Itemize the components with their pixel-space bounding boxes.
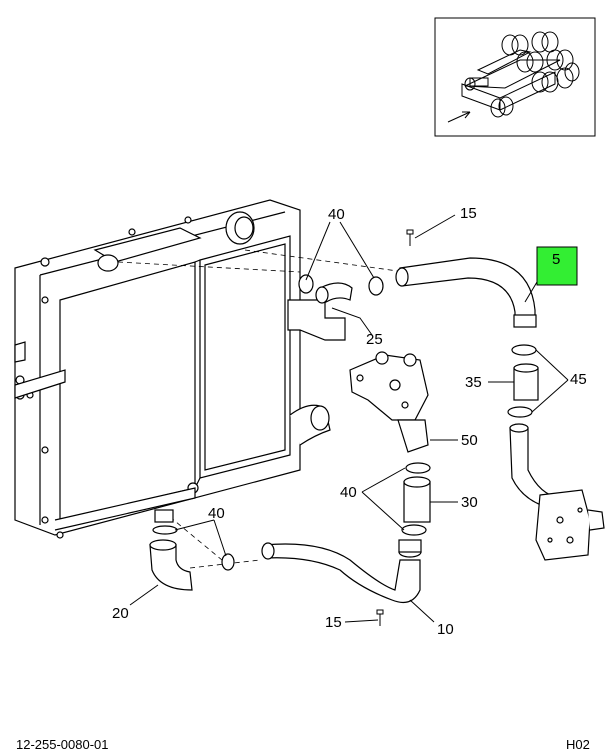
bolts-15: [376, 229, 414, 626]
callout-40-middle: 40: [340, 484, 357, 501]
callout-20: 20: [112, 605, 129, 622]
callout-25: 25: [366, 331, 383, 348]
hose-25: [298, 274, 384, 304]
callout-30: 30: [461, 494, 478, 511]
locator-inset: [434, 17, 596, 137]
hose-20: [149, 509, 235, 591]
sheet-code: H02: [566, 737, 590, 752]
callout-40-lower: 40: [208, 505, 225, 522]
part-5-highlight: [536, 246, 578, 286]
callout-50: 50: [461, 432, 478, 449]
callout-5: 5: [552, 251, 560, 268]
callout-15-upper: 15: [460, 205, 477, 222]
hose-35-assembly: [507, 344, 539, 418]
lower-pipe-right: [509, 423, 605, 561]
drawing-number: 12-255-0080-01: [16, 737, 109, 752]
hose-30-assembly: [401, 462, 431, 536]
callout-45: 45: [570, 371, 587, 388]
callout-10: 10: [437, 621, 454, 638]
centerlines: [117, 249, 406, 569]
pipe-5: [395, 257, 537, 328]
thermostat-housing-50: [349, 351, 429, 453]
callout-40-upper: 40: [328, 206, 345, 223]
pipe-10: [261, 539, 422, 603]
radiator-assembly: [14, 199, 346, 539]
callout-35: 35: [465, 374, 482, 391]
leader-lines: [129, 214, 569, 623]
callout-15-lower: 15: [325, 614, 342, 631]
